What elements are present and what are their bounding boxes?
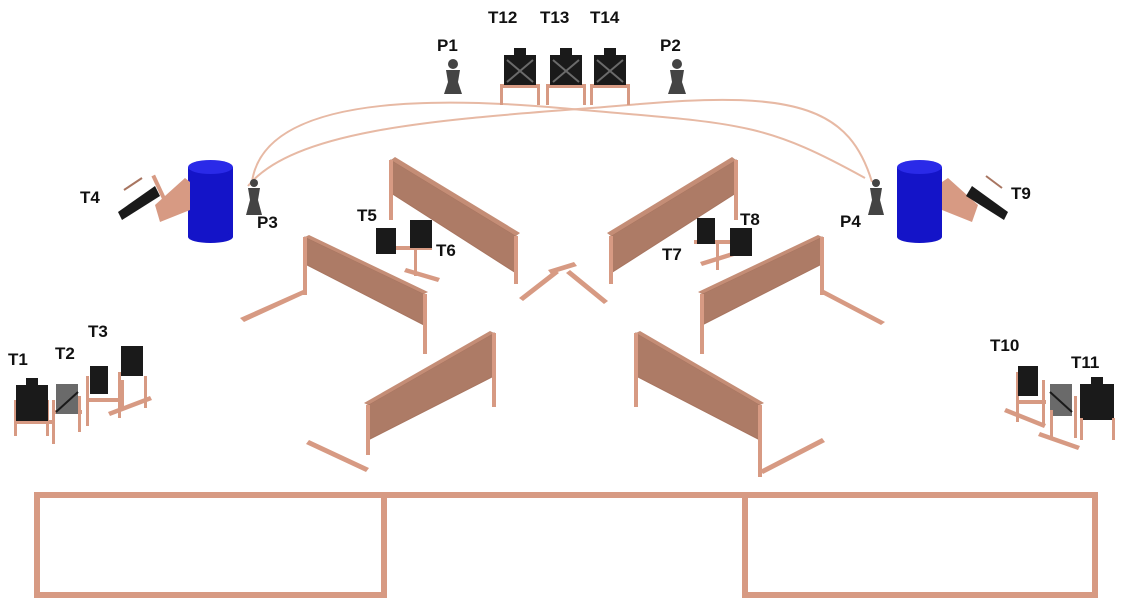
wall-left-lower bbox=[306, 331, 496, 472]
target-stand-t7-t8 bbox=[694, 218, 752, 270]
target-stand-t14 bbox=[590, 48, 630, 105]
label-t2: T2 bbox=[55, 344, 75, 363]
wall-left-upper bbox=[240, 235, 428, 354]
popper-p1 bbox=[444, 59, 462, 94]
label-t7: T7 bbox=[662, 245, 682, 264]
label-p2: P2 bbox=[660, 36, 681, 55]
target-stand-t5-t6 bbox=[376, 220, 440, 282]
target-stand-t1-t3 bbox=[14, 346, 152, 444]
label-t8: T8 bbox=[740, 210, 760, 229]
label-t1: T1 bbox=[8, 350, 28, 369]
barrel-right bbox=[897, 160, 942, 243]
popper-p2 bbox=[668, 59, 686, 94]
label-t3: T3 bbox=[88, 322, 108, 341]
label-t5: T5 bbox=[357, 206, 377, 225]
wall-center-left bbox=[389, 157, 559, 301]
label-t12: T12 bbox=[488, 8, 518, 27]
popper-p4 bbox=[868, 179, 884, 215]
label-t4: T4 bbox=[80, 188, 100, 207]
swinger-t4 bbox=[118, 174, 190, 222]
label-t9: T9 bbox=[1011, 184, 1031, 203]
label-p4: P4 bbox=[840, 212, 861, 231]
cable-lines bbox=[247, 98, 873, 187]
shooting-box bbox=[34, 492, 1098, 598]
label-t10: T10 bbox=[990, 336, 1020, 355]
label-t14: T14 bbox=[590, 8, 620, 27]
popper-p3 bbox=[246, 179, 262, 215]
target-stand-t10-t11 bbox=[1004, 366, 1115, 450]
label-t6: T6 bbox=[436, 241, 456, 260]
label-p1: P1 bbox=[437, 36, 458, 55]
swinger-t9 bbox=[942, 175, 1008, 222]
center-foot bbox=[548, 262, 577, 274]
target-stand-t12 bbox=[500, 48, 540, 105]
label-t11: T11 bbox=[1071, 353, 1100, 372]
barrel-left bbox=[188, 160, 233, 243]
wall-right-upper bbox=[698, 235, 885, 354]
target-stand-t13 bbox=[546, 48, 586, 105]
wall-right-lower bbox=[634, 331, 825, 477]
label-p3: P3 bbox=[257, 213, 278, 232]
wall-center-right bbox=[566, 157, 738, 304]
label-t13: T13 bbox=[540, 8, 570, 27]
